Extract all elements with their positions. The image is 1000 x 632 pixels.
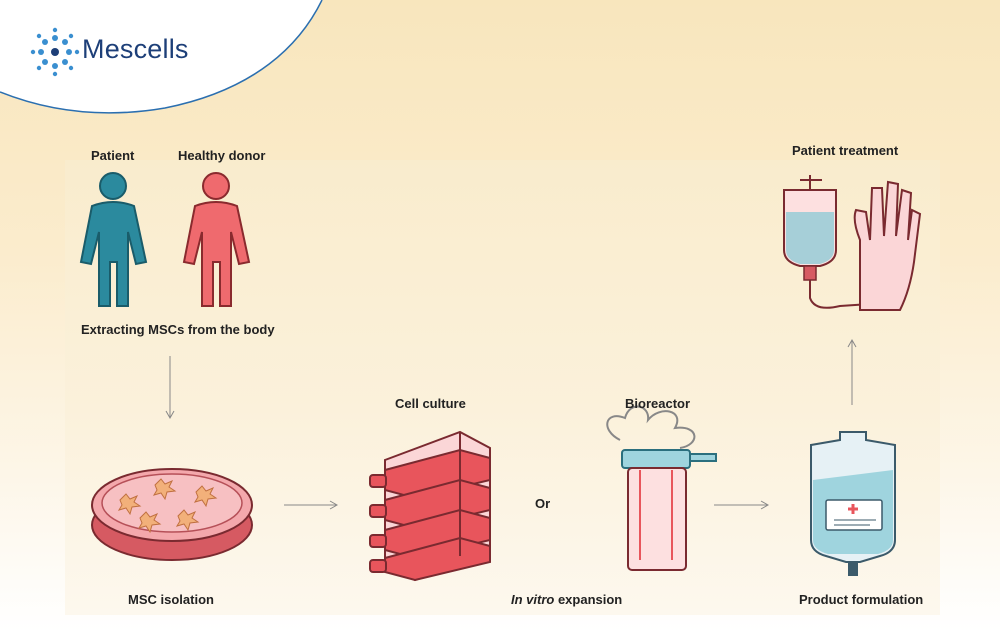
cell-culture-flasks-icon (369, 430, 491, 582)
label-msc-isolation: MSC isolation (128, 592, 214, 607)
patient-figure-icon (79, 172, 148, 307)
label-extracting: Extracting MSCs from the body (81, 322, 275, 337)
label-expansion: expansion (554, 592, 623, 607)
petri-dish-icon (91, 468, 253, 561)
healthy-donor-figure-icon (182, 172, 251, 307)
label-patient-treatment: Patient treatment (792, 143, 899, 158)
label-patient: Patient (91, 148, 135, 163)
label-bioreactor: Bioreactor (625, 396, 691, 411)
brand-name: Mescells (82, 34, 189, 64)
label-cell-culture: Cell culture (395, 396, 466, 411)
header-white-arc (0, 0, 322, 113)
iv-drip-hand-icon (783, 175, 922, 311)
label-in-vitro: In vitro (511, 592, 555, 607)
label-product-formulation: Product formulation (799, 592, 924, 607)
product-bag-icon (810, 431, 896, 576)
label-or: Or (535, 496, 551, 511)
header-blue-arc (0, 0, 323, 114)
label-healthy-donor: Healthy donor (178, 148, 266, 163)
bioreactor-icon (606, 405, 717, 571)
label-in-vitro-expansion: In vitro expansion (511, 592, 622, 607)
